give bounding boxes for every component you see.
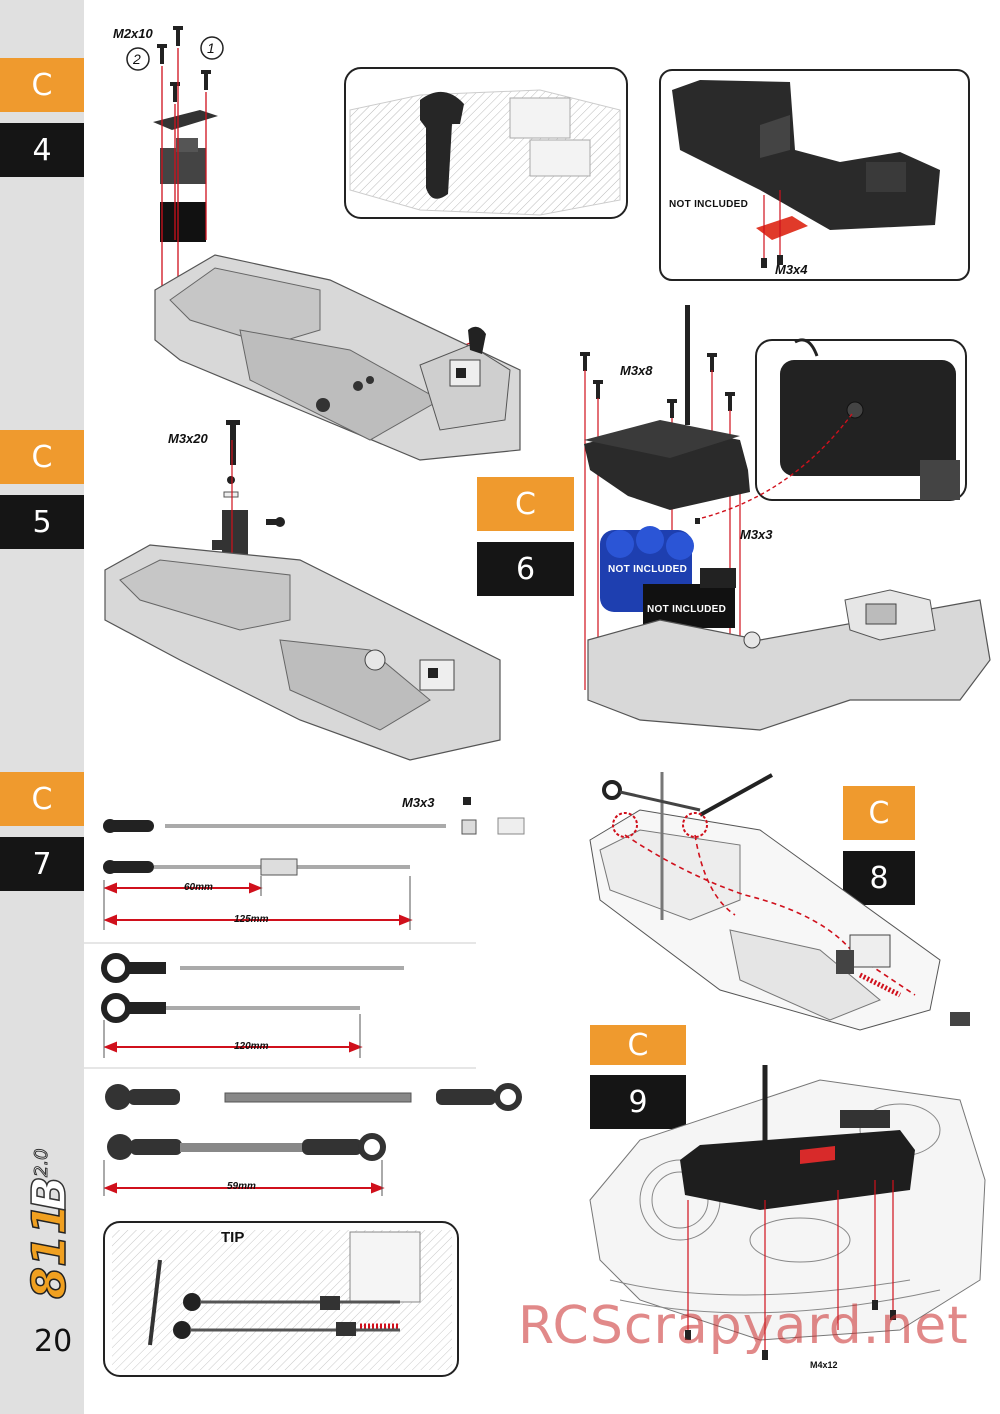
c6-inset-drawing: [701, 338, 967, 519]
c6-screw-side-label: M3x3: [740, 527, 773, 542]
c9-screw-label: M4x12: [810, 1360, 838, 1370]
c5-assembly-drawing: [104, 420, 501, 761]
step-c9-number: 9: [590, 1075, 686, 1129]
rod1-short-measurement: 60mm: [184, 882, 213, 893]
tip-inset-drawing: [103, 1221, 459, 1377]
rod3-measurement: 59mm: [227, 1181, 256, 1192]
c7-rods-drawing: [84, 797, 525, 1196]
step-c6-number: 6: [477, 542, 574, 596]
svg-text:B: B: [28, 1176, 76, 1211]
step-c5-number: 5: [0, 495, 84, 549]
c7-screw-label: M3x3: [402, 795, 435, 810]
step-c6-letter: C: [477, 477, 574, 531]
svg-text:811: 811: [28, 1203, 76, 1299]
step-c4-letter: C: [0, 58, 84, 112]
rod2-measurement: 120mm: [234, 1041, 269, 1052]
watermark-text: RCScrapyard.net: [518, 1296, 969, 1356]
c9-assembly-drawing: [589, 1065, 986, 1360]
page-number: 20: [34, 1324, 73, 1359]
c4-inset-mount-drawing: [659, 69, 970, 281]
c6-screw-top-label: M3x8: [620, 363, 653, 378]
c5-screw-label: M3x20: [168, 431, 208, 446]
step-c9-letter: C: [590, 1025, 686, 1065]
svg-text:2.0: 2.0: [31, 1148, 52, 1177]
step-c8-number: 8: [843, 851, 915, 905]
step-c4-number: 4: [0, 123, 84, 177]
rod1-long-measurement: 125mm: [234, 914, 269, 925]
tip-label: TIP: [221, 1229, 245, 1246]
c4-screw-label: M2x10: [113, 26, 153, 41]
c4-order-1-label: 1: [207, 40, 215, 56]
c8-assembly-drawing: [589, 772, 970, 1031]
c4-inset-not-included-label: NOT INCLUDED: [669, 199, 749, 210]
c6-assembly-drawing: [580, 305, 991, 731]
step-c8-letter: C: [843, 786, 915, 840]
c4-inset-servo-drawing: [344, 67, 628, 219]
brand-logo: 811 B 2.0: [28, 1148, 76, 1300]
step-c7-letter: C: [0, 772, 84, 826]
page-sidebar: [0, 0, 84, 1414]
c4-assembly-drawing: [126, 26, 521, 461]
c6-receiver-not-included-label: NOT INCLUDED: [647, 604, 727, 615]
step-c7-number: 7: [0, 837, 84, 891]
c4-inset-screw-label: M3x4: [775, 262, 808, 277]
step-c5-letter: C: [0, 430, 84, 484]
c6-battery-not-included-label: NOT INCLUDED: [608, 564, 688, 575]
c4-order-2-label: 2: [133, 51, 141, 67]
